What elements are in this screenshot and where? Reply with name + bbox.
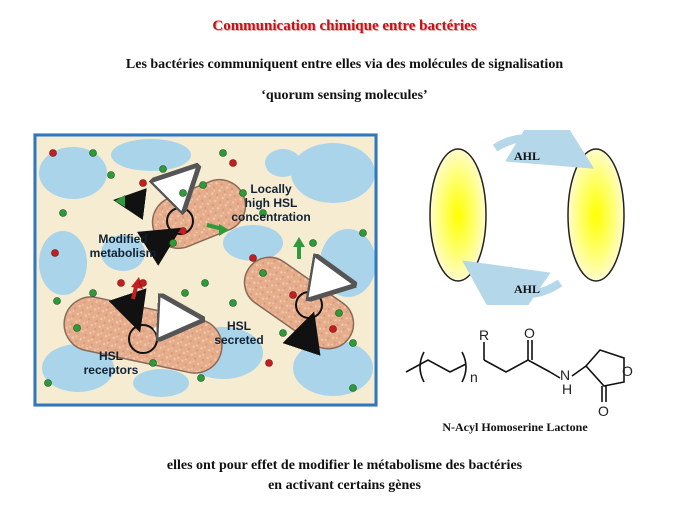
label-hsl-receptors-2: receptors xyxy=(84,363,139,377)
nitrogen-label: N xyxy=(560,367,570,383)
conclusion-line-1: elles ont pour effet de modifier le méta… xyxy=(166,458,523,473)
arrow-ahl-bottom xyxy=(462,260,563,305)
oxygen-label-ring: O xyxy=(622,363,633,379)
label-modified-2: metabolism xyxy=(90,246,157,260)
label-local-hsl-2: high HSL xyxy=(245,196,298,210)
secretion-arrows xyxy=(155,173,345,331)
quorum-sensing-illustration: Locally high HSL concentration Modified … xyxy=(33,133,378,407)
red-molecules xyxy=(49,149,337,367)
label-hsl-secreted-1: HSL xyxy=(227,319,251,333)
water-pores xyxy=(39,139,376,397)
oxygen-label-2: O xyxy=(598,403,609,419)
page-title: Communication chimique entre bactéries xyxy=(212,18,477,34)
label-local-hsl-1: Locally xyxy=(250,182,292,196)
structure-bonds xyxy=(405,340,625,402)
r-group-label: R xyxy=(479,327,489,343)
oxygen-label-1: O xyxy=(524,325,535,341)
conclusion-line-2: en activant certains gènes xyxy=(268,478,421,493)
label-local-hsl-3: concentration xyxy=(231,210,310,224)
bacterium-cell-right xyxy=(567,148,625,282)
ahl-label-top: AHL xyxy=(514,149,540,163)
signal-arrows xyxy=(108,227,321,356)
frame xyxy=(33,133,378,407)
figure-labels: Locally high HSL concentration Modified … xyxy=(84,182,311,377)
green-molecules xyxy=(44,149,367,392)
ahl-label-bottom: AHL xyxy=(514,282,540,296)
molecule-name: N-Acyl Homoserine Lactone xyxy=(442,420,588,434)
label-hsl-receptors-1: HSL xyxy=(99,349,123,363)
subtitle-line-1: Les bactéries communiquent entre elles v… xyxy=(125,57,564,72)
arrow-ahl-top xyxy=(492,130,595,169)
nh-hydrogen-label: H xyxy=(562,381,572,397)
ahl-structure: R n O N H O O xyxy=(405,325,633,419)
ahl-exchange-diagram: AHL AHL xyxy=(429,130,625,305)
bacterium-cell-left xyxy=(429,148,487,282)
subtitle-line-2: ‘quorum sensing molecules’ xyxy=(261,88,428,103)
n-repeat-label: n xyxy=(470,369,478,385)
label-hsl-secreted-2: secreted xyxy=(214,333,263,347)
label-modified-1: Modified xyxy=(98,232,147,246)
